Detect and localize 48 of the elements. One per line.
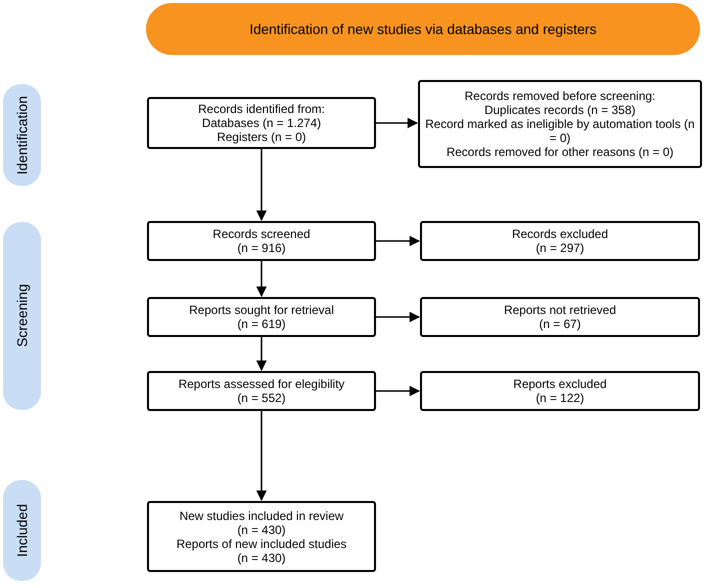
process-box [420,297,700,337]
phase-label-pill [3,84,41,186]
header-banner [146,3,700,55]
box-text: Records screened [212,227,310,241]
process-box [147,221,376,261]
box-text: (n = 430) [237,522,286,536]
phase-label-pill [3,222,41,410]
box-text: Reports assessed for elegibility [178,377,345,391]
arrow [376,312,420,322]
box-text: (n = 67) [539,317,581,331]
box-text: New studies included in review [179,508,344,522]
process-box [147,297,376,337]
phase-label-text: Screening [12,284,31,348]
box-text: Reports not retrieved [504,303,616,317]
process-box [147,371,376,411]
box-text: Record marked as ineligible by automation tools (n = 0) [424,117,696,145]
phase-label-text: Identification [12,96,30,174]
arrow [256,261,267,298]
process-box [147,501,376,572]
box-text: Databases (n = 1.274) [202,116,322,130]
arrow [376,386,420,396]
box-text: Duplicates records (n = 358) [484,103,636,117]
process-box [420,221,700,261]
box-text: (n = 297) [536,241,584,255]
process-box [147,97,376,149]
box-text: (n = 430) [237,550,286,564]
box-text: Records identified from: [198,102,325,116]
box-text: (n = 552) [237,391,286,405]
phase-label-pill [3,480,41,581]
arrow [256,411,267,502]
process-box [420,371,700,411]
box-text: Reports sought for retrieval [189,303,334,317]
box-text: (n = 122) [536,391,584,405]
box-text: Reports excluded [513,377,607,391]
box-text: Records removed for other reasons (n = 0) [446,145,674,159]
box-text: Reports of new included studies [176,536,347,550]
arrow [256,337,267,372]
box-text: Registers (n = 0) [216,130,306,144]
arrow [376,118,418,128]
arrow [256,149,267,222]
phase-label-text: Included [12,504,30,557]
box-text: (n = 619) [237,317,286,331]
box-text: Records removed before screening: [464,89,656,103]
header-text: Identification of new studies via databases and registers [249,20,597,39]
box-text: Records excluded [512,227,608,241]
arrow [376,236,420,246]
process-box [418,80,702,168]
box-text: (n = 916) [237,241,286,255]
